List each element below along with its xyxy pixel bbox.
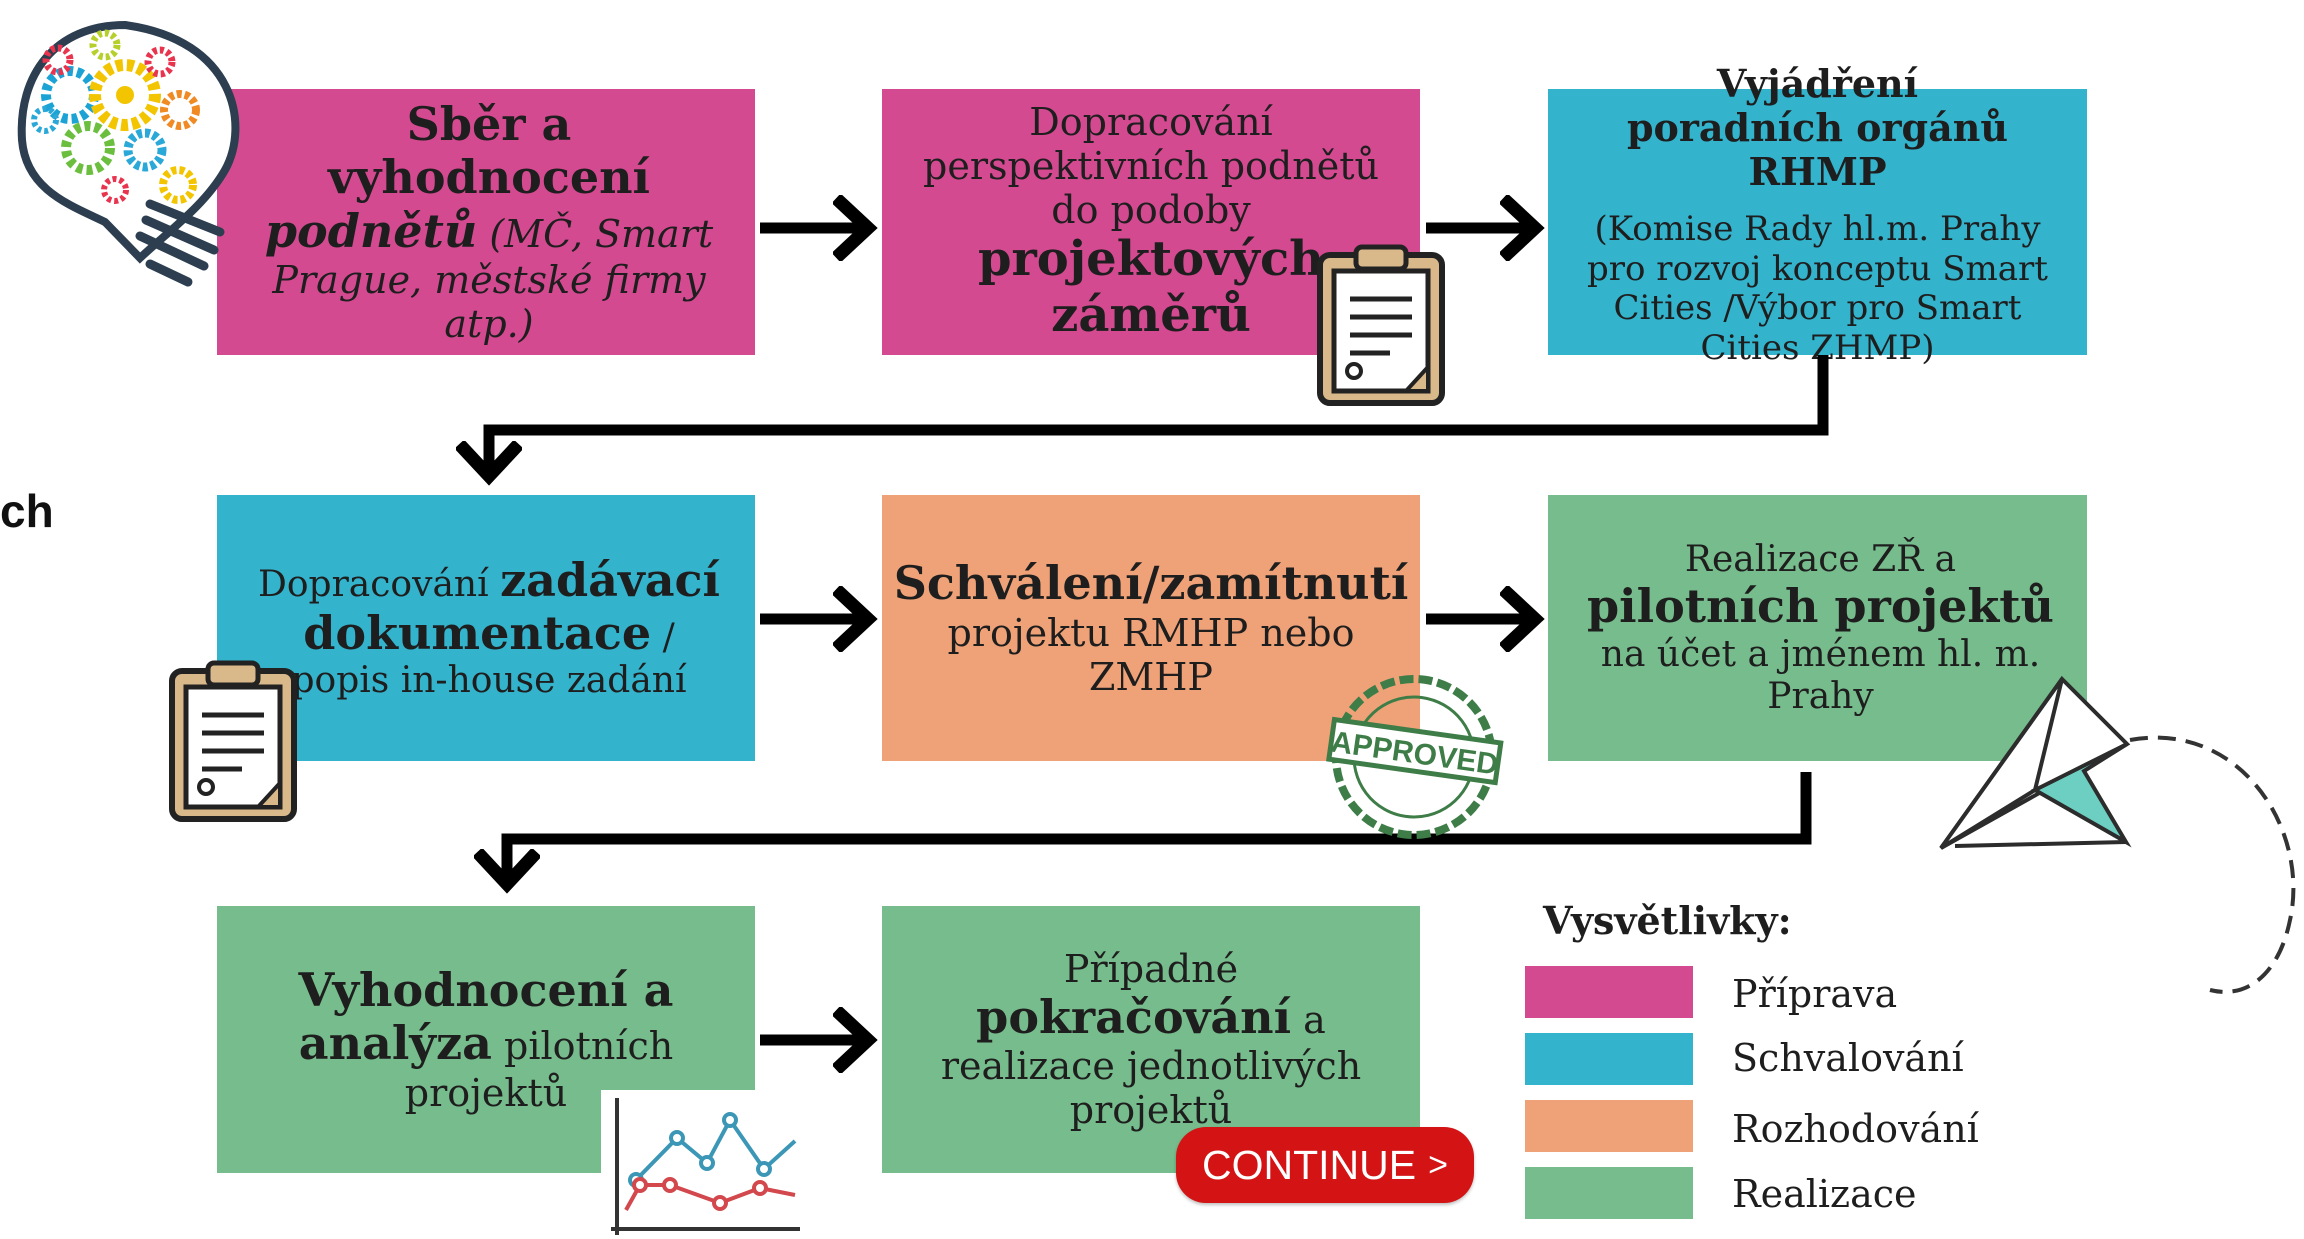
step7-title-b: analýza	[298, 1016, 492, 1071]
cropped-heading-fragment: ch	[0, 485, 54, 537]
step3-title: Vyjádření poradních orgánů RHMP	[1626, 61, 2008, 195]
legend-label-schvalovani: Schvalování	[1732, 1036, 1964, 1080]
legend-label-priprava: Příprava	[1732, 972, 1898, 1016]
legend-swatch-priprava	[1525, 966, 1693, 1018]
step6-text-b: na účet a jménem hl. m. Prahy	[1600, 633, 2041, 717]
legend-swatch-schvalovani	[1525, 1033, 1693, 1085]
legend-label-rozhodovani: Rozhodování	[1732, 1107, 1979, 1151]
step7-detail: pilotních projektů	[404, 1024, 674, 1115]
step-sber-podnetu: Sběr a vyhodnocení podnětů (MČ, Smart Pr…	[217, 89, 755, 355]
lightbulb-gears-icon	[17, 20, 240, 287]
step1-title: Sběr a vyhodnocení	[327, 96, 651, 205]
step-vyhodnoceni: Vyhodnocení a analýza pilotních projektů	[217, 906, 755, 1173]
step1-detail: (MČ, Smart Prague, městské firmy atp.)	[272, 211, 714, 347]
continue-button-label: CONTINUE	[1202, 1141, 1417, 1188]
step4-title: zadávací dokumentace	[303, 552, 720, 661]
step5-title: Schválení/zamítnutí	[893, 556, 1409, 611]
legend-title: Vysvětlivky:	[1543, 898, 1792, 943]
step3-detail: (Komise Rady hl.m. Prahy pro rozvoj konc…	[1587, 209, 2048, 368]
legend-swatch-realizace	[1525, 1167, 1693, 1219]
step5-detail: projektu RMHP nebo ZMHP	[947, 610, 1355, 699]
step6-title: pilotních projektů	[1587, 579, 2054, 634]
step4-text-b: / popis in-house zadání	[291, 617, 687, 702]
chevron-right-icon: >	[1428, 1145, 1448, 1184]
step2-text: Dopracování perspektivních podnětů do po…	[923, 100, 1379, 233]
arrow-6-7	[507, 772, 1812, 884]
step6-text-a: Realizace ZŘ a	[1684, 538, 1957, 580]
step-vyjadreni-poradnich-organu: Vyjádření poradních orgánů RHMP (Komise …	[1548, 61, 2087, 367]
arrow-3-4	[489, 355, 1829, 476]
legend-label-realizace: Realizace	[1732, 1172, 1917, 1216]
step7-title-a: Vyhodnocení a	[298, 963, 674, 1018]
step-zadavaci-dokumentace: Dopracování zadávací dokumentace / popis…	[217, 495, 755, 761]
step-schvaleni: Schválení/zamítnutí projektu RMHP nebo Z…	[882, 495, 1420, 761]
step8-title: pokračování	[976, 989, 1292, 1044]
step8-text-a: Případné	[1063, 946, 1239, 991]
step-realizace: Realizace ZŘ a pilotních projektů na úče…	[1548, 495, 2087, 761]
legend-swatch-rozhodovani	[1525, 1100, 1693, 1152]
step1-title-italic: podnětů	[264, 203, 478, 258]
step-dopracovani-zameru: Dopracování perspektivních podnětů do po…	[882, 89, 1420, 355]
step4-text-a: Dopracování	[258, 563, 489, 605]
step2-title: projektových záměrů	[977, 231, 1325, 344]
step8-text-b: a realizace jednotlivých projektů	[940, 997, 1362, 1133]
continue-button[interactable]: CONTINUE >	[1176, 1127, 1474, 1203]
